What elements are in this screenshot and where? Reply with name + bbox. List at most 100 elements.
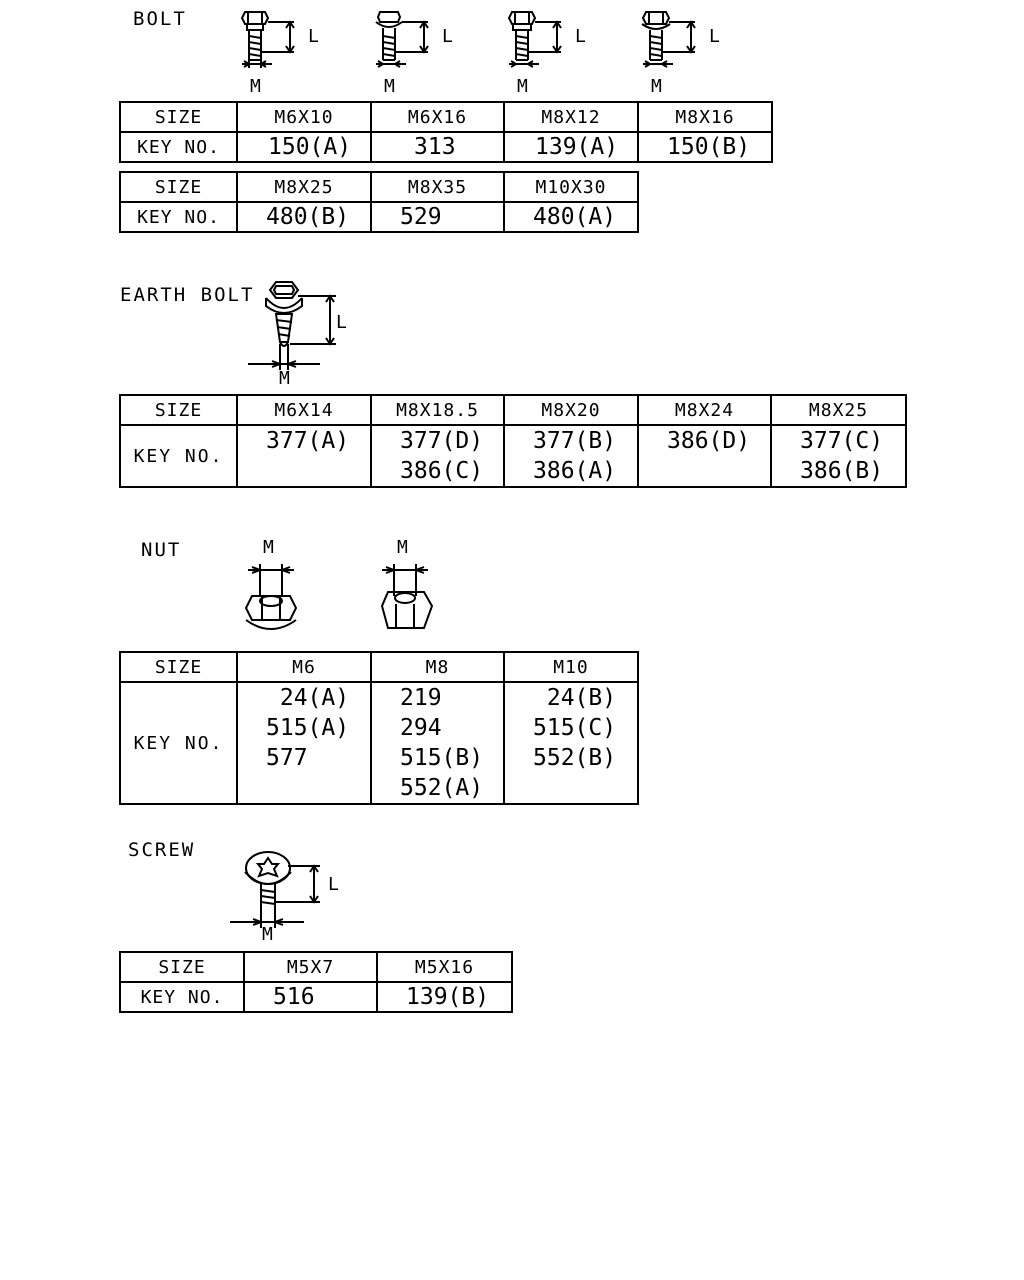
key-no-cell: 24(A) 515(A) 577 (236, 681, 372, 805)
dimension-l-label: L (709, 26, 720, 47)
screw-title: SCREW (128, 839, 196, 861)
key-no-value: 377(B) (533, 428, 617, 454)
dimension-m-label: M (279, 368, 290, 389)
size-cell: M5X7 (243, 951, 378, 983)
size-cell: M6X14 (236, 394, 372, 426)
dimension-m-label: M (263, 537, 274, 558)
bolt-icon (240, 11, 295, 68)
key-no-value: 294 (400, 715, 442, 741)
bolt-drawing-1: L M (232, 4, 332, 99)
size-row-label: SIZE (119, 101, 238, 133)
flange-bolt-icon (641, 11, 696, 68)
key-no-value: 377(A) (266, 428, 350, 454)
key-no-cell: 139(A) (503, 131, 639, 163)
key-no-cell: 150(A) (236, 131, 372, 163)
key-no-row-label: KEY NO. (119, 201, 238, 233)
bolt-title: BOLT (133, 8, 187, 30)
key-no-cell: 480(B) (236, 201, 372, 233)
size-cell: M6X10 (236, 101, 372, 133)
key-no-cell: 529 (370, 201, 505, 233)
bolt-size-table-1: SIZE M6X10 M6X16 M8X12 M8X16 KEY NO. 150… (119, 101, 773, 163)
key-no-value: 219 (400, 685, 442, 711)
earth-bolt-drawing: L M (246, 278, 366, 390)
size-cell: M8 (370, 651, 505, 683)
size-cell: M10 (503, 651, 639, 683)
dimension-m-label: M (517, 76, 528, 97)
size-row-label: SIZE (119, 651, 238, 683)
key-no-row: KEY NO. 516 139(B) (119, 981, 513, 1013)
key-no-value: 377(C) (800, 428, 884, 454)
key-no-cell: 24(B) 515(C) 552(B) (503, 681, 639, 805)
size-cell: M6 (236, 651, 372, 683)
key-no-value: 386(B) (800, 458, 884, 484)
dimension-m-label: M (384, 76, 395, 97)
key-no-row: KEY NO. 150(A) 313 139(A) 150(B) (119, 131, 773, 163)
torx-screw-icon (230, 851, 320, 928)
flange-bolt-icon (375, 11, 429, 68)
bolt-icon (507, 11, 562, 68)
flange-nut-icon (244, 564, 298, 630)
size-row: SIZE M5X7 M5X16 (119, 951, 513, 983)
size-cell: M8X20 (503, 394, 639, 426)
size-row: SIZE M8X25 M8X35 M10X30 (119, 171, 639, 203)
dimension-m-label: M (397, 537, 408, 558)
key-no-row: KEY NO. 480(B) 529 480(A) (119, 201, 639, 233)
key-no-cell: 386(D) (637, 424, 772, 488)
key-no-value: 386(A) (533, 458, 617, 484)
size-cell: M8X12 (503, 101, 639, 133)
hex-nut-icon (380, 564, 434, 629)
size-cell: M8X25 (236, 171, 372, 203)
size-row: SIZE M6X14 M8X18.5 M8X20 M8X24 M8X25 (119, 394, 907, 426)
size-cell: M8X24 (637, 394, 772, 426)
key-no-cell: 313 (370, 131, 505, 163)
key-no-value: 515(A) (266, 715, 350, 741)
nut-size-table: SIZE M6 M8 M10 KEY NO. 24(A) 515(A) 577 … (119, 651, 639, 805)
dimension-l-label: L (328, 874, 339, 895)
size-cell: M6X16 (370, 101, 505, 133)
key-no-value: 386(C) (400, 458, 484, 484)
earth-bolt-size-table: SIZE M6X14 M8X18.5 M8X20 M8X24 M8X25 KEY… (119, 394, 907, 488)
size-row: SIZE M6 M8 M10 (119, 651, 639, 683)
key-no-value: 377(D) (400, 428, 484, 454)
bolt-drawing-3: L M (499, 4, 599, 99)
key-no-value: 24(B) (533, 685, 617, 711)
key-no-cell: 139(B) (376, 981, 513, 1013)
key-no-value: 552(A) (400, 775, 484, 801)
nut-drawing-1: M (240, 534, 310, 638)
bolt-drawing-4: L M (633, 4, 733, 99)
dimension-m-label: M (262, 924, 273, 945)
dimension-l-label: L (308, 26, 319, 47)
screw-drawing: L M (228, 846, 358, 946)
screw-size-table: SIZE M5X7 M5X16 KEY NO. 516 139(B) (119, 951, 513, 1013)
key-no-row-label: KEY NO. (119, 981, 245, 1013)
key-no-cell: 377(B) 386(A) (503, 424, 639, 488)
key-no-cell: 480(A) (503, 201, 639, 233)
dimension-l-label: L (442, 26, 453, 47)
nut-drawing-2: M (376, 534, 446, 638)
earth-bolt-icon (248, 281, 336, 370)
size-cell: M8X18.5 (370, 394, 505, 426)
key-no-cell: 377(D) 386(C) (370, 424, 505, 488)
dimension-l-label: L (336, 312, 347, 333)
size-row-label: SIZE (119, 171, 238, 203)
key-no-value: 577 (266, 745, 308, 771)
size-row-label: SIZE (119, 394, 238, 426)
key-no-row-label: KEY NO. (119, 681, 238, 805)
key-no-cell: 516 (243, 981, 378, 1013)
size-row: SIZE M6X10 M6X16 M8X12 M8X16 (119, 101, 773, 133)
key-no-row-label: KEY NO. (119, 131, 238, 163)
key-no-value: 552(B) (533, 745, 617, 771)
key-no-value: 515(C) (533, 715, 617, 741)
size-cell: M10X30 (503, 171, 639, 203)
bolt-size-table-2: SIZE M8X25 M8X35 M10X30 KEY NO. 480(B) 5… (119, 171, 639, 233)
size-row-label: SIZE (119, 951, 245, 983)
nut-title: NUT (141, 539, 182, 561)
size-cell: M8X16 (637, 101, 773, 133)
earth-bolt-title: EARTH BOLT (120, 284, 255, 306)
key-no-row: KEY NO. 24(A) 515(A) 577 219 294 515(B) … (119, 681, 639, 805)
key-no-cell: 150(B) (637, 131, 773, 163)
key-no-row: KEY NO. 377(A) 377(D) 386(C) 377(B) 386(… (119, 424, 907, 488)
bolt-drawing-2: L M (366, 4, 466, 99)
key-no-cell: 377(C) 386(B) (770, 424, 907, 488)
size-cell: M8X35 (370, 171, 505, 203)
